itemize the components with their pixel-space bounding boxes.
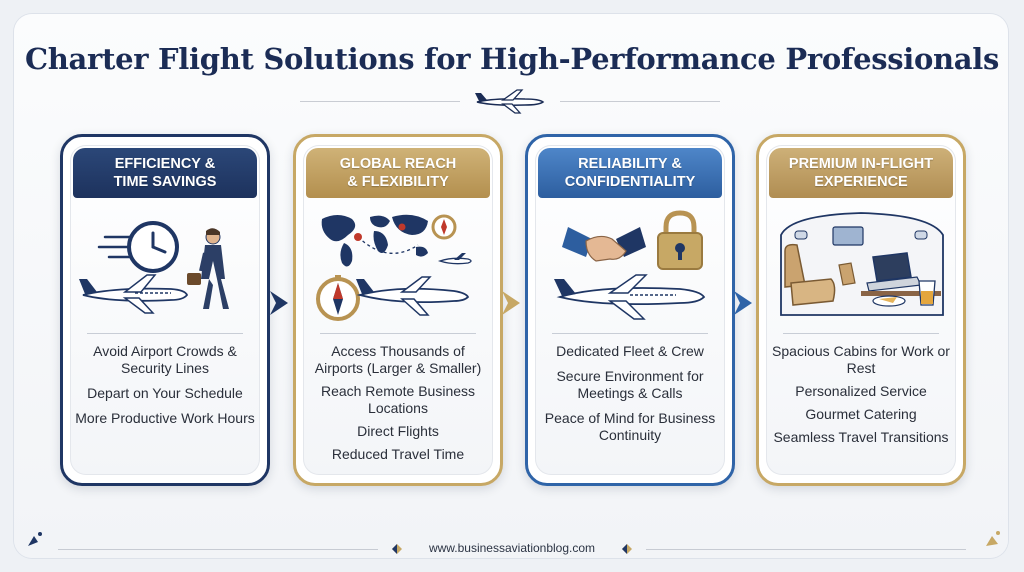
card-items: Spacious Cabins for Work or Rest Persona…: [769, 343, 953, 454]
chevron-right-icon: [734, 291, 752, 315]
card-header-line: TIME SAVINGS: [113, 174, 217, 190]
card-global-reach: GLOBAL REACH & FLEXIBILITY: [293, 134, 503, 486]
title-divider-right: [560, 101, 720, 102]
global-illustration: [316, 214, 472, 321]
efficiency-illustration: [79, 221, 229, 314]
card-divider: [320, 333, 476, 334]
card-header-line: & FLEXIBILITY: [347, 174, 449, 190]
footer-divider-right: [646, 549, 966, 550]
card-header-line: EXPERIENCE: [814, 174, 908, 190]
world-map-icon: [321, 214, 428, 267]
card-divider: [783, 333, 939, 334]
laptop-icon: [866, 252, 922, 292]
list-item: Seamless Travel Transitions: [773, 429, 949, 445]
map-pin-icon: [354, 223, 406, 241]
food-plate-icon: [872, 295, 906, 307]
card-header-line: RELIABILITY &: [578, 156, 682, 172]
card-reliability: RELIABILITY & CONFIDENTIALITY Dedicated F…: [525, 134, 735, 486]
list-item: Gourmet Catering: [805, 406, 917, 422]
compass-icon: [431, 214, 457, 240]
padlock-icon: [657, 210, 703, 270]
coffee-icon: [918, 280, 936, 306]
card-header-line: GLOBAL REACH: [339, 156, 457, 172]
footer-divider-left: [58, 549, 378, 550]
plane-icon: [437, 253, 472, 265]
sparkle-icon: [28, 532, 42, 546]
card-efficiency: EFFICIENCY & TIME SAVINGS: [60, 134, 270, 486]
clock-icon: [127, 221, 179, 273]
businessman-icon: [187, 228, 229, 309]
diamond-icon: [392, 544, 402, 554]
card-header-line: EFFICIENCY &: [114, 156, 216, 172]
card-items: Dedicated Fleet & Crew Secure Environmen…: [538, 343, 722, 452]
list-item: Secure Environment for Meetings & Calls: [556, 368, 704, 401]
compass-icon: [316, 275, 360, 321]
plane-icon: [554, 274, 706, 320]
list-item: Avoid Airport Crowds & Security Lines: [93, 343, 237, 376]
card-items: Avoid Airport Crowds & Security Lines De…: [73, 343, 257, 435]
list-item: Dedicated Fleet & Crew: [556, 343, 704, 359]
list-item: Depart on Your Schedule: [87, 385, 243, 401]
card-header: EFFICIENCY & TIME SAVINGS: [73, 148, 257, 198]
plane-icon: [475, 89, 545, 114]
list-item: Reach Remote Business Locations: [320, 383, 476, 416]
plane-icon: [356, 276, 470, 316]
list-item: Reduced Travel Time: [331, 446, 465, 462]
list-item: Spacious Cabins for Work or Rest: [772, 343, 950, 376]
diamond-icon: [622, 544, 632, 554]
list-item: Peace of Mind for Business Continuity: [544, 410, 716, 443]
list-item: Access Thousands of Airports (Larger & S…: [314, 343, 482, 376]
card-panel: [70, 145, 260, 475]
page-title: Charter Flight Solutions for High-Perfor…: [24, 42, 1000, 76]
title-divider-left: [300, 101, 460, 102]
armchair-icon: [784, 243, 856, 306]
card-items: Access Thousands of Airports (Larger & S…: [306, 343, 490, 471]
list-item: Personalized Service: [795, 383, 927, 399]
card-divider: [87, 333, 243, 334]
chevron-right-icon: [502, 291, 520, 315]
card-header-line: CONFIDENTIALITY: [564, 174, 696, 190]
list-item: More Productive Work Hours: [75, 410, 255, 426]
card-header: RELIABILITY & CONFIDENTIALITY: [538, 148, 722, 198]
card-header: GLOBAL REACH & FLEXIBILITY: [306, 148, 490, 198]
card-header-line: PREMIUM IN-FLIGHT: [788, 156, 934, 172]
handshake-icon: [562, 227, 646, 262]
chevron-right-icon: [270, 291, 288, 315]
card-header: PREMIUM IN-FLIGHT EXPERIENCE: [769, 148, 953, 198]
premium-illustration: [780, 212, 944, 316]
list-item: Direct Flights: [357, 423, 439, 439]
card-divider: [552, 333, 708, 334]
plane-icon: [79, 274, 189, 314]
footer-website[interactable]: www.businessaviationblog.com: [428, 541, 596, 555]
reliability-illustration: [554, 210, 706, 320]
sparkle-icon: [986, 531, 1000, 546]
